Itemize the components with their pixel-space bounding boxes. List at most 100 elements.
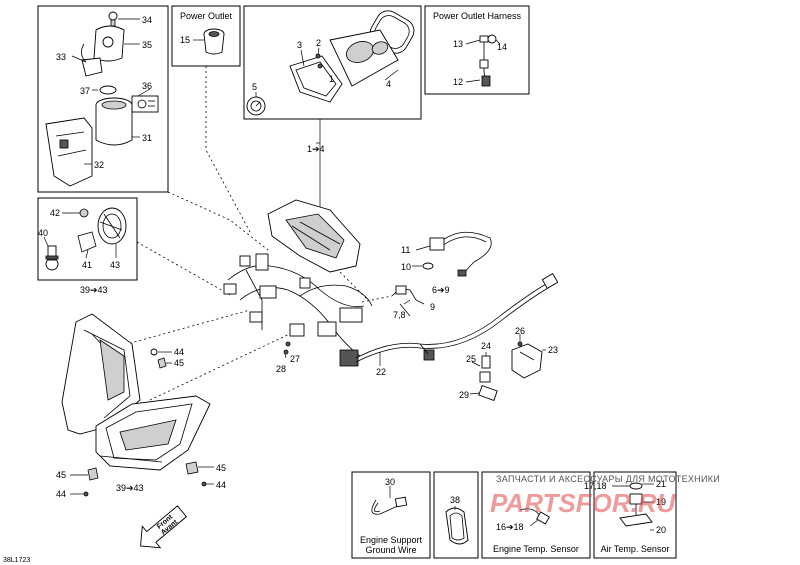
engine-ground-wire-title-2: Ground Wire [365, 545, 416, 555]
callout-26: 26 [515, 326, 525, 336]
screw-2b-icon [317, 63, 323, 69]
callout-45-right: 45 [216, 463, 226, 473]
callout-9: 9 [430, 302, 435, 312]
box-part-38: 38 [433, 471, 479, 559]
callout-13: 13 [453, 39, 463, 49]
callout-36: 36 [142, 81, 152, 91]
callout-5: 5 [252, 82, 257, 92]
connector-29-icon [478, 384, 498, 402]
air-temp-sensor-icon [619, 482, 653, 527]
headlight-lens-icon [95, 395, 211, 471]
fastener-44-45-top-icon [150, 348, 167, 369]
callout-35: 35 [142, 40, 152, 50]
watermark-text: ЗАПЧАСТИ И АКСЕССУАРЫ ДЛЯ МОТОТЕХНИКИ [496, 474, 720, 484]
callout-1: 1 [329, 74, 334, 84]
cap-37-icon [99, 85, 117, 95]
screw-2-icon [315, 53, 321, 59]
box-power-outlet-harness: Power Outlet Harness 13 14 12 [424, 5, 530, 95]
callout-42: 42 [50, 208, 60, 218]
fastener-45-left-icon [83, 467, 99, 497]
callout-41: 41 [82, 260, 92, 270]
callout-32: 32 [94, 160, 104, 170]
box-gauge: 3 2 1 5 4 [243, 5, 422, 120]
headlight-housing-icon [61, 313, 141, 435]
callout-30: 30 [385, 477, 395, 487]
callout-25: 25 [466, 354, 476, 364]
callout-44-left: 44 [56, 489, 66, 499]
watermark-logo: PARTSFOR.RU [490, 488, 677, 518]
callout-44-right: 44 [216, 480, 226, 490]
engine-ground-wire-title-1: Engine Support [360, 535, 423, 545]
screw-26-icon [517, 341, 523, 347]
harness-13-14-icon [479, 34, 497, 87]
callout-3: 3 [297, 40, 302, 50]
box-headlight-bulb: 42 40 41 43 [37, 197, 138, 281]
callout-45-left: 45 [56, 470, 66, 480]
drawing-code: 38L1723 [3, 557, 30, 564]
engine-temp-sensor-title: Engine Temp. Sensor [493, 544, 579, 554]
box-engine-temp-sensor: 16➔18 Engine Temp. Sensor [481, 471, 591, 559]
callout-29: 29 [459, 390, 469, 400]
callout-38: 38 [450, 495, 460, 505]
callout-23: 23 [548, 345, 558, 355]
power-outlet-title: Power Outlet [180, 11, 233, 21]
label-36-icon [131, 95, 159, 113]
callout-24: 24 [481, 341, 491, 351]
box-air-temp-sensor: 17,18 21 19 20 Air Temp. Sensor [584, 471, 677, 559]
air-temp-sensor-title: Air Temp. Sensor [601, 544, 670, 554]
callout-28: 28 [276, 364, 286, 374]
callout-45-top: 45 [174, 358, 184, 368]
callout-17-18: 17,18 [584, 481, 607, 491]
gauge-cluster-icon [329, 29, 399, 87]
socket-31-icon [95, 97, 133, 146]
callout-40: 40 [38, 228, 48, 238]
front-direction-arrow: Front Avant [140, 505, 188, 549]
box-outlet-assembly: 34 35 33 36 37 31 32 [37, 5, 169, 193]
power-outlet-15-icon [203, 28, 225, 55]
reference-lines [119, 66, 393, 401]
callout-37: 37 [80, 86, 90, 96]
callout-10: 10 [401, 262, 411, 272]
fastener-45-right-icon [185, 461, 207, 487]
callout-44-top: 44 [174, 347, 184, 357]
nut-10-icon [422, 262, 434, 270]
callout-7-8: 7,8 [393, 310, 406, 320]
callout-1-4: 1➔4 [307, 144, 325, 154]
power-outlet-cable-11 [429, 231, 492, 277]
callout-27: 27 [290, 354, 300, 364]
clip-33-icon [81, 43, 103, 77]
callout-33: 33 [56, 52, 66, 62]
bracket-35-icon [93, 25, 125, 62]
callout-19: 19 [656, 497, 666, 507]
bulb-40-icon [45, 245, 59, 271]
callout-6-9: 6➔9 [432, 285, 450, 295]
gauge-bezel-icon [289, 55, 343, 103]
bracket-32-icon [45, 117, 93, 187]
box-engine-ground-wire: 30 Engine Support Ground Wire [351, 471, 431, 559]
callout-39-43-bottom: 39➔43 [116, 483, 144, 493]
callout-11: 11 [401, 245, 410, 255]
watermark: ЗАПЧАСТИ И АКСЕССУАРЫ ДЛЯ МОТОТЕХНИКИ PA… [490, 474, 720, 518]
retainer-41-icon [77, 231, 97, 253]
harness-22-icon [355, 273, 559, 363]
main-wiring-harness [223, 253, 373, 367]
callout-22: 22 [376, 367, 386, 377]
callout-31: 31 [142, 133, 152, 143]
callout-21: 21 [656, 479, 666, 489]
callout-34: 34 [142, 15, 152, 25]
callout-20: 20 [656, 525, 666, 535]
callout-16-18: 16➔18 [496, 522, 524, 532]
sensor-bracket-23-icon [511, 343, 543, 379]
box-power-outlet: Power Outlet 15 [171, 5, 241, 67]
bulb-socket-43-icon [97, 207, 127, 245]
screws-27-28-icon [283, 341, 291, 355]
callout-12: 12 [453, 77, 463, 87]
power-outlet-harness-title: Power Outlet Harness [433, 11, 522, 21]
callout-39-43-top: 39➔43 [80, 285, 108, 295]
harness-9-icon [391, 285, 425, 305]
callout-4: 4 [386, 79, 391, 89]
connector-24-25-icon [479, 355, 491, 383]
callout-15: 15 [180, 35, 190, 45]
callout-2: 2 [316, 38, 321, 48]
